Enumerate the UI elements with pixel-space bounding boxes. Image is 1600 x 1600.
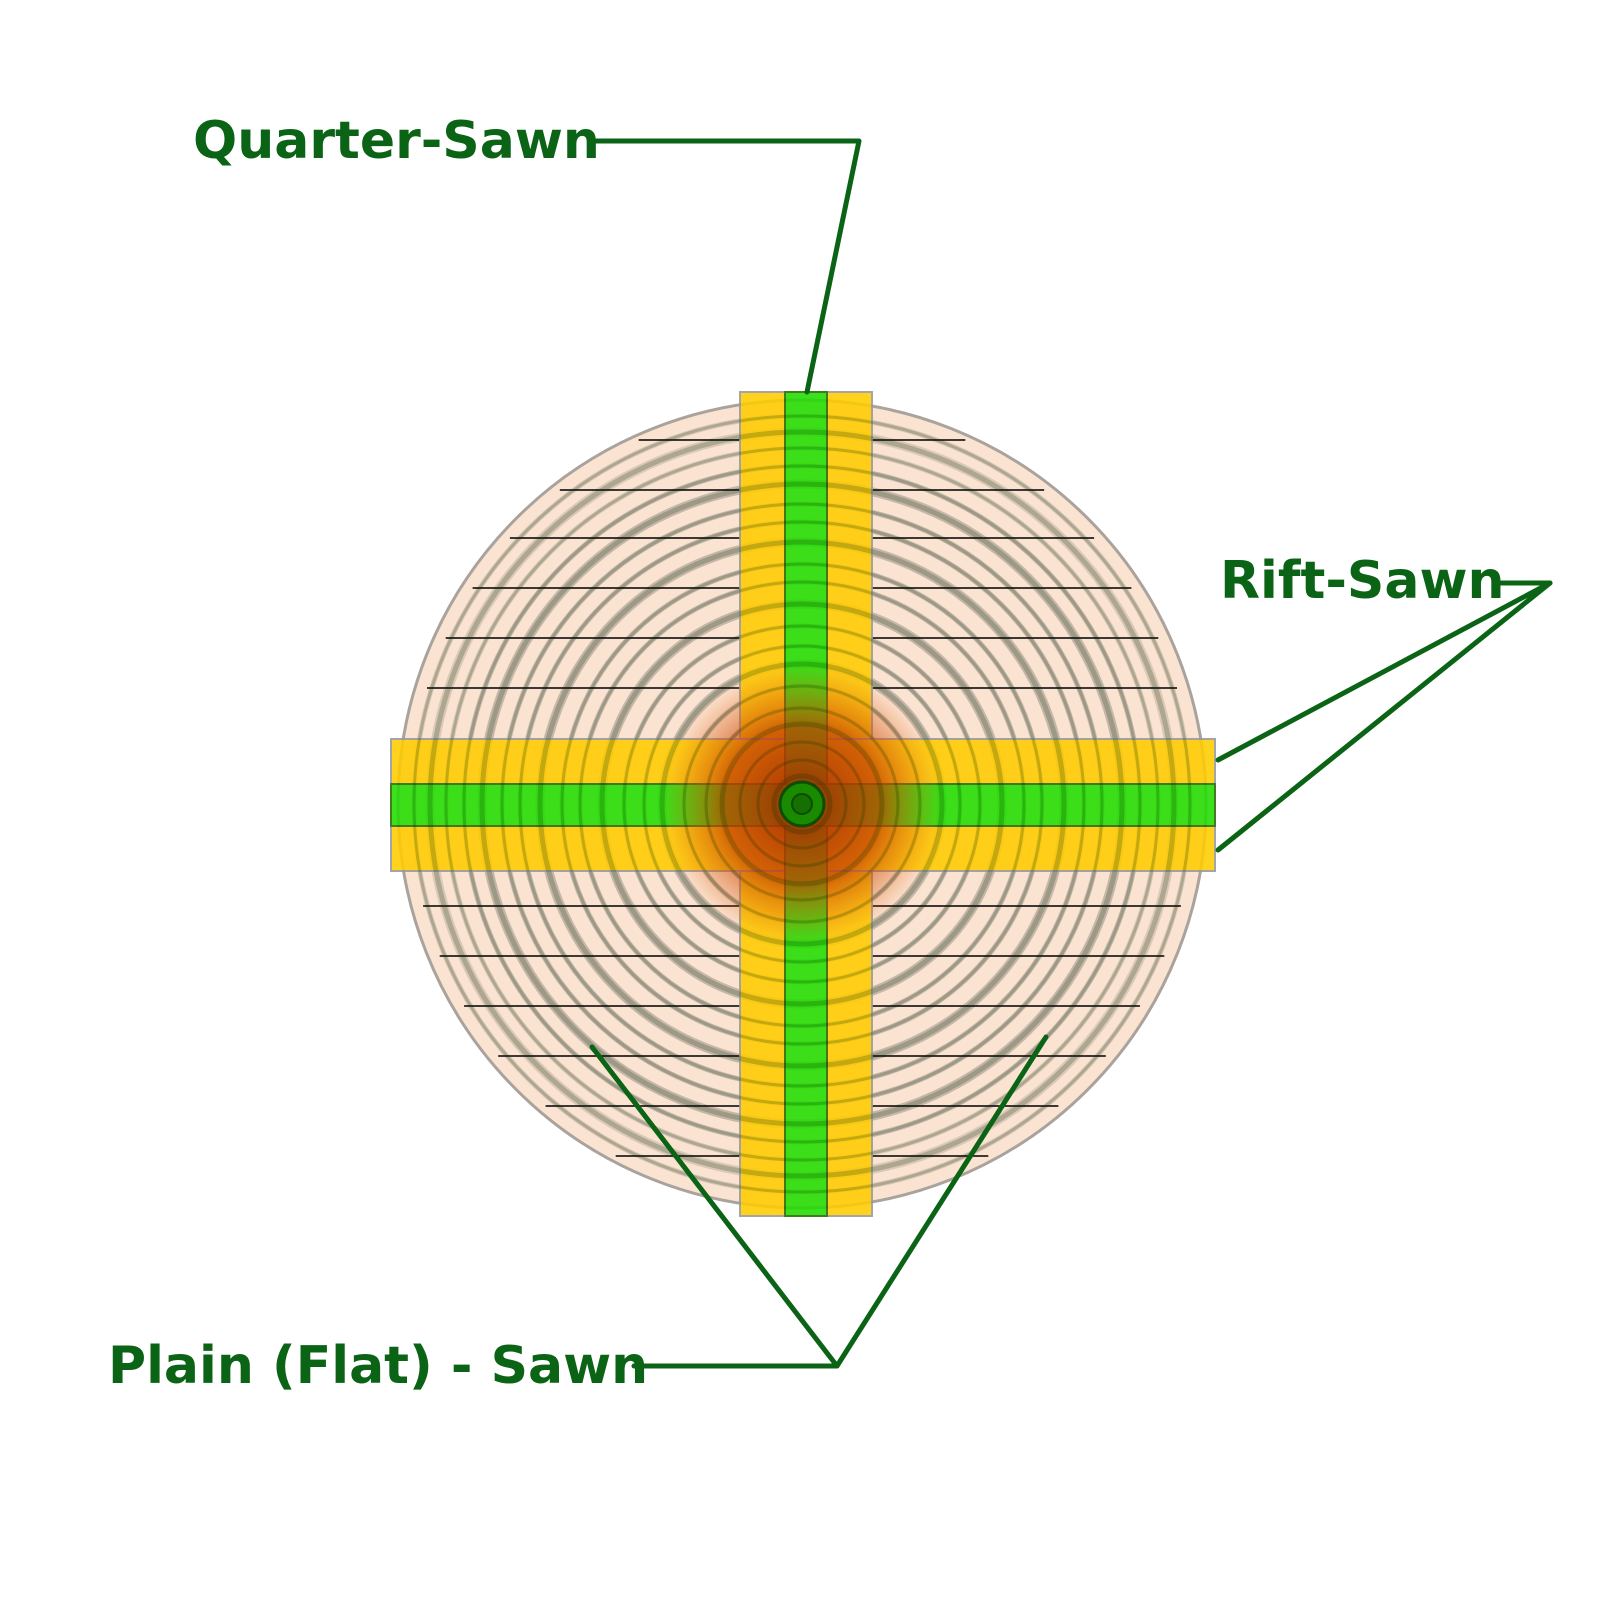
growth-ring-overlay xyxy=(412,414,1192,1194)
growth-ring-overlay xyxy=(622,624,982,984)
growth-ring-overlay xyxy=(738,740,866,868)
growth-ring-overlay xyxy=(704,706,900,902)
growth-ring-overlay xyxy=(599,601,1005,1007)
growth-ring-overlay xyxy=(479,481,1125,1127)
growth-ring-overlay xyxy=(560,562,1044,1046)
growth-ring-overlay xyxy=(659,661,945,947)
growth-ring-overlay xyxy=(578,580,1026,1028)
growth-ring-overlay xyxy=(518,520,1086,1088)
growth-ring-overlay xyxy=(756,758,848,850)
growth-rings-over-bands xyxy=(412,414,1192,1194)
growth-ring-overlay xyxy=(771,773,833,835)
plain-sawn-plank-lines xyxy=(423,439,1181,1157)
growth-ring-overlay xyxy=(462,464,1142,1144)
growth-ring-overlay xyxy=(682,684,922,924)
growth-ring-overlay xyxy=(444,446,1160,1162)
growth-ring-overlay xyxy=(537,539,1067,1069)
growth-ring-overlay xyxy=(719,721,885,887)
growth-ring-overlay xyxy=(500,502,1104,1106)
quarter-sawn-label: Quarter-Sawn xyxy=(193,111,600,171)
rift-sawn-label: Rift-Sawn xyxy=(1220,551,1505,611)
growth-ring-overlay xyxy=(427,429,1177,1179)
quarter-sawn-leader xyxy=(589,138,862,395)
growth-ring-overlay xyxy=(642,644,962,964)
rift-sawn-leader xyxy=(1215,580,1553,853)
plain-sawn-label: Plain (Flat) - Sawn xyxy=(108,1336,648,1396)
pith xyxy=(778,780,826,828)
